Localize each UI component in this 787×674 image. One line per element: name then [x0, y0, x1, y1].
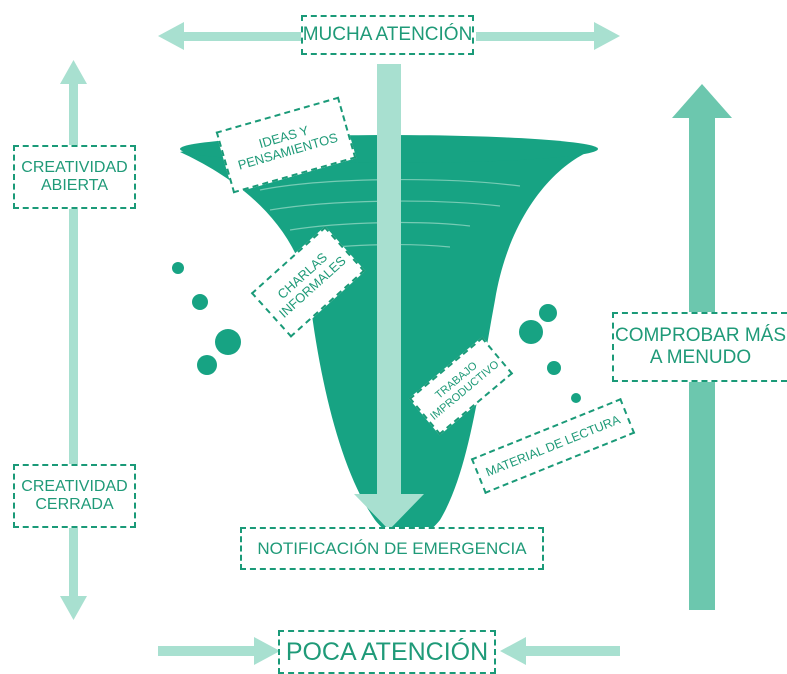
label-mucha-atencion-text: MUCHA ATENCIÓN	[302, 24, 473, 46]
bottom-converging-arrows	[158, 637, 620, 665]
top-double-arrow	[158, 22, 620, 50]
label-creatividad-cerrada-line2: CERRADA	[35, 496, 114, 513]
label-creatividad-abierta-line1: CREATIVIDAD	[21, 158, 128, 176]
label-poca-atencion-text: POCA ATENCIÓN	[285, 637, 489, 666]
label-comprobar-mas: COMPROBAR MÁS A MENUDO	[612, 312, 787, 382]
label-mucha-atencion: MUCHA ATENCIÓN	[301, 15, 474, 55]
label-creatividad-abierta-line2: ABIERTA	[41, 177, 108, 194]
label-notificacion-emergencia: NOTIFICACIÓN DE EMERGENCIA	[240, 527, 544, 570]
bubble-icons-left	[172, 262, 241, 375]
left-double-arrow	[60, 60, 87, 620]
label-creatividad-cerrada: CREATIVIDAD CERRADA	[13, 464, 136, 528]
label-notificacion-emergencia-text: NOTIFICACIÓN DE EMERGENCIA	[257, 538, 527, 558]
central-down-arrow	[354, 64, 424, 530]
label-creatividad-cerrada-line1: CREATIVIDAD	[21, 477, 128, 495]
label-comprobar-mas-line2: A MENUDO	[649, 347, 752, 368]
bubble-icons-right	[519, 304, 581, 403]
label-creatividad-abierta: CREATIVIDAD ABIERTA	[13, 145, 136, 209]
label-poca-atencion: POCA ATENCIÓN	[278, 630, 496, 674]
label-comprobar-mas-line1: COMPROBAR MÁS	[614, 325, 787, 347]
